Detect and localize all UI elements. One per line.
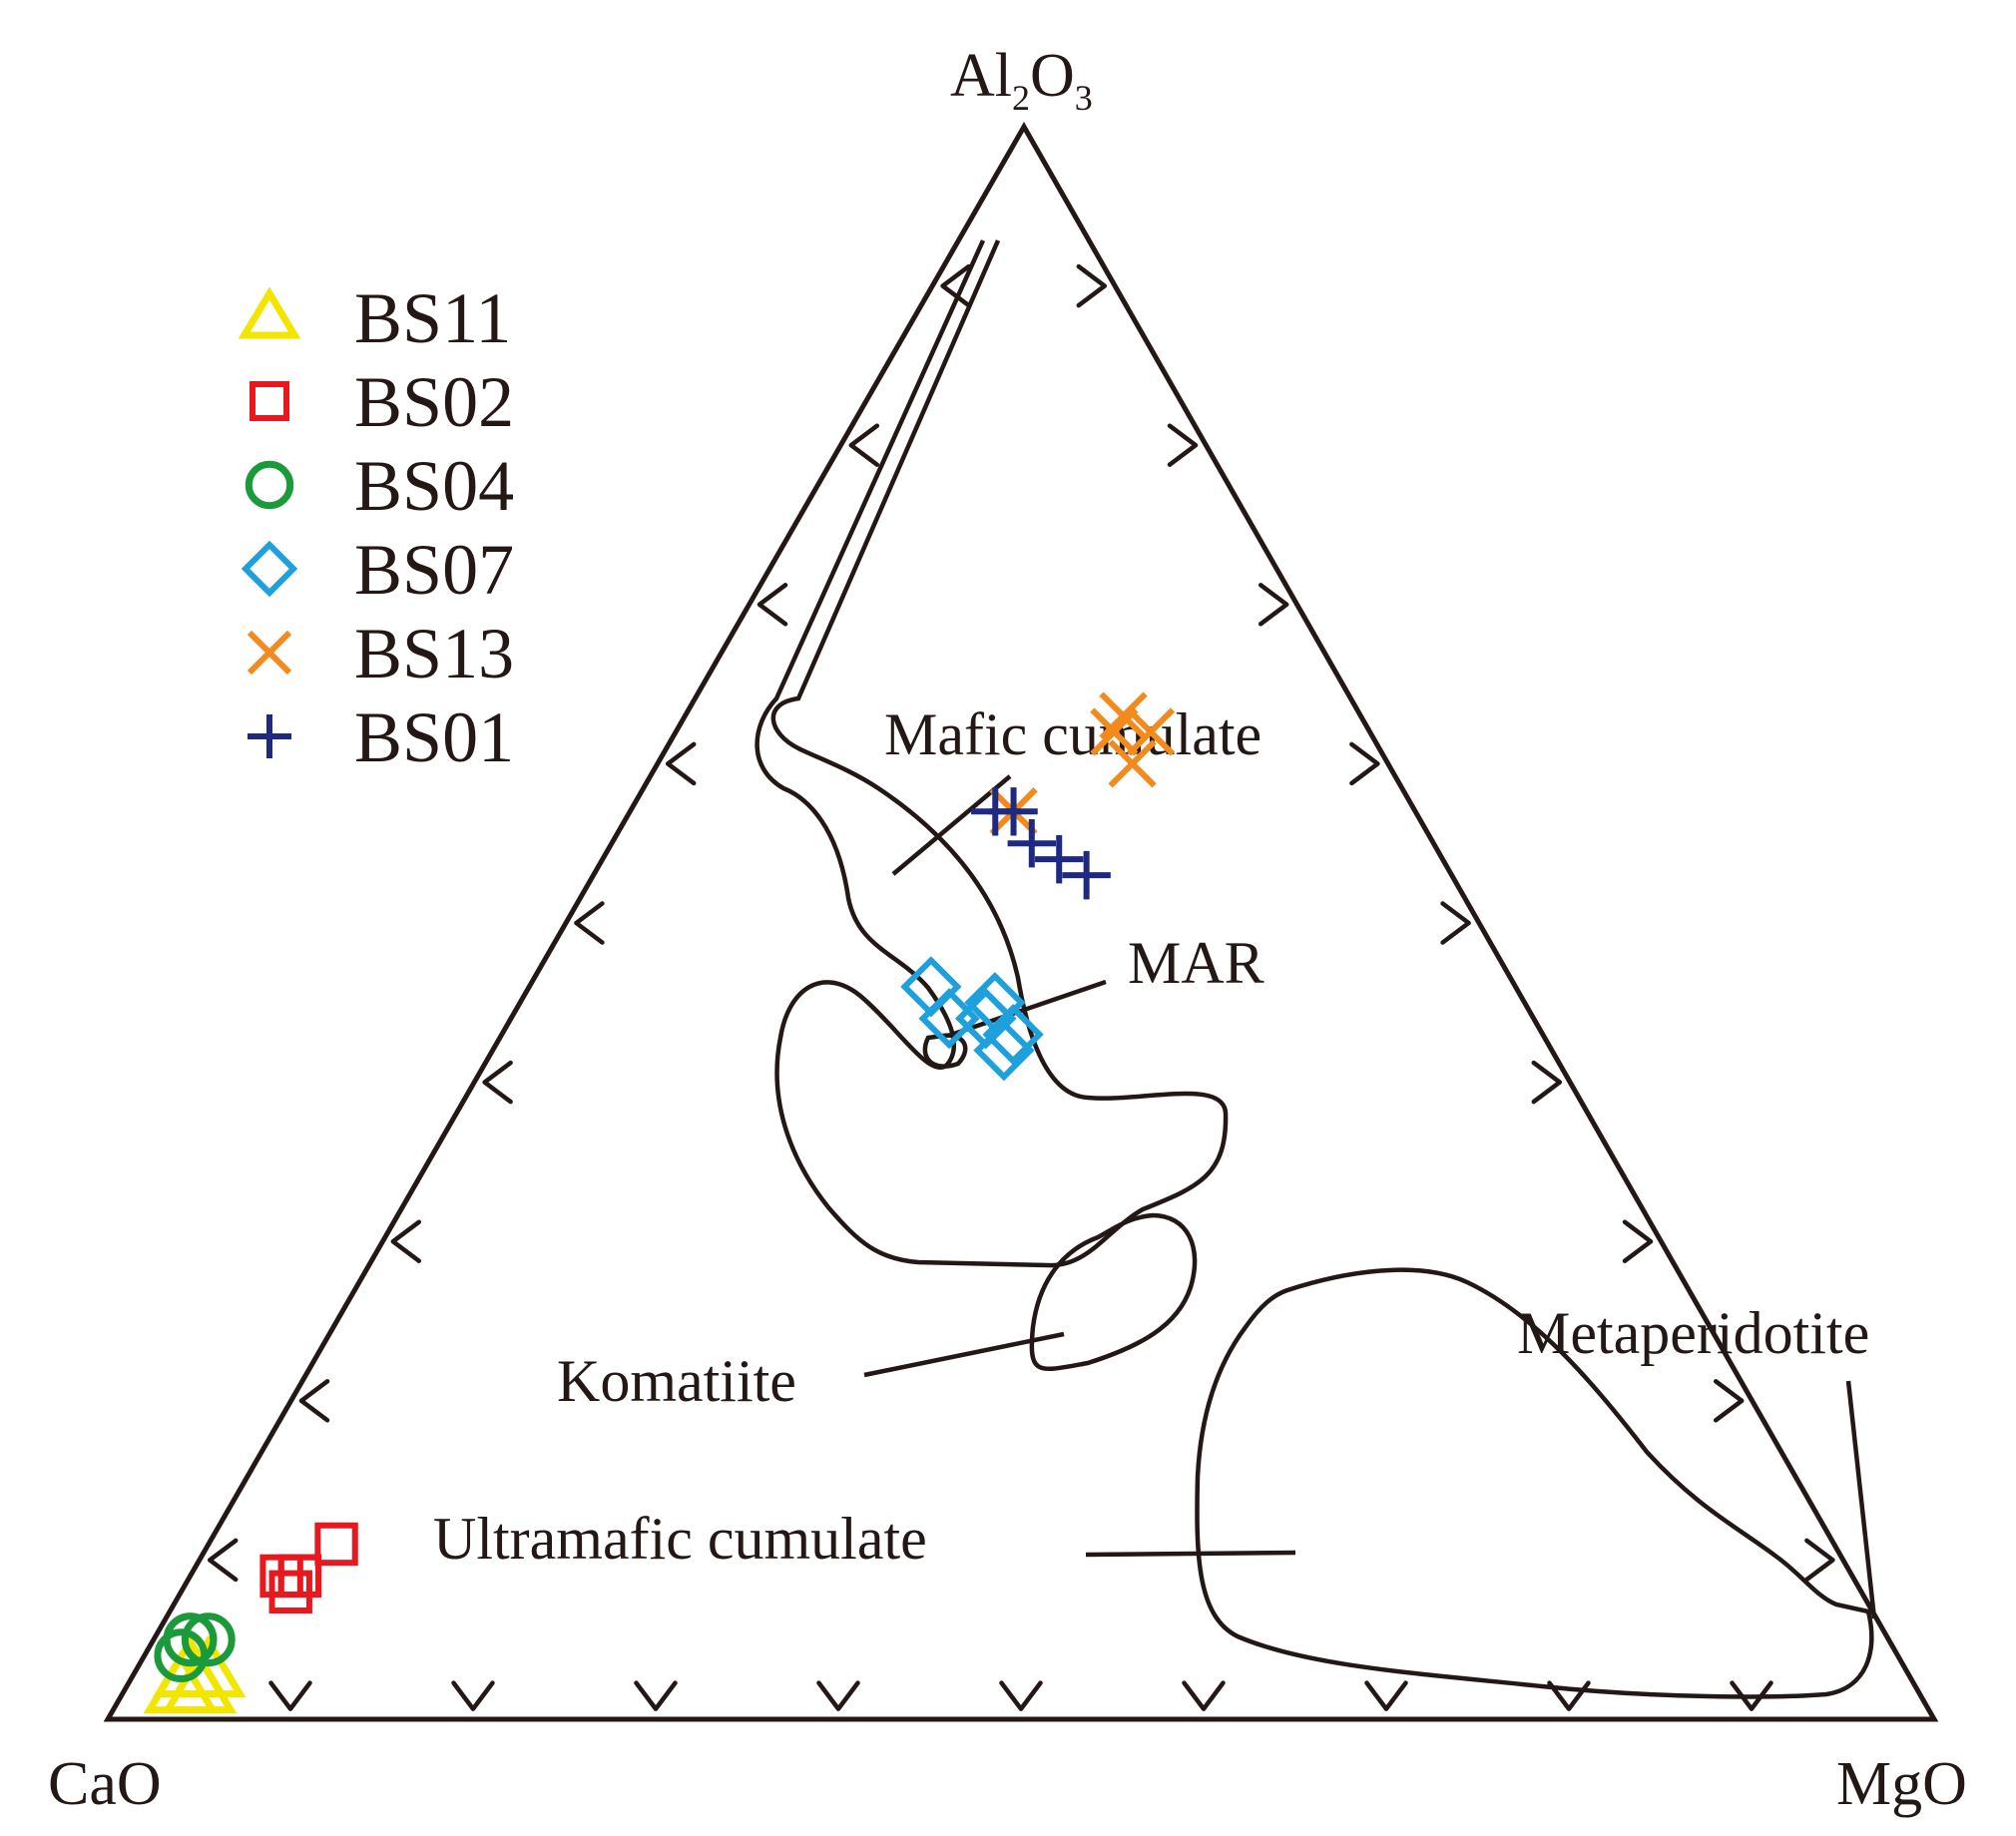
data-point-bs11-4 [152, 1634, 229, 1698]
legend-marker-bs01 [248, 714, 291, 758]
data-point-bs13-4 [1108, 739, 1157, 788]
tick-right-4 [1531, 1060, 1563, 1105]
legend-marker-bs13 [247, 630, 292, 676]
legend-label-bs13: BS13 [354, 614, 514, 693]
field-label-komatiite: Komatiite [557, 1348, 796, 1414]
tick-left-8 [848, 423, 880, 467]
field-label-mar: MAR [1128, 930, 1264, 996]
ultramafic-cumulate-field [1195, 1267, 1874, 1699]
tick-right-3 [1622, 1219, 1654, 1263]
tick-bottom-7 [1364, 1680, 1408, 1711]
tick-bottom-3 [634, 1680, 678, 1711]
field-label-mafic-cumulate: Mafic cumulate [884, 701, 1261, 767]
data-point-bs04-2 [181, 1612, 236, 1667]
ternary-frame [103, 121, 1939, 1722]
data-point-bs07-7 [973, 1020, 1035, 1082]
tick-bottom-2 [451, 1680, 495, 1711]
data-point-bs02-5 [277, 1554, 322, 1599]
komatiite-leader [863, 1331, 1065, 1378]
tick-left-2 [298, 1379, 330, 1423]
data-point-bs13-3 [1126, 707, 1176, 756]
legend-marker-bs02 [250, 381, 289, 421]
series-bs02 [259, 1522, 358, 1614]
legend-marker-bs04 [245, 460, 294, 510]
komatiite-field [1029, 1212, 1198, 1372]
field-label-metaperidotite: Metaperidotite [1517, 1300, 1869, 1366]
legend-label-bs07: BS07 [354, 530, 514, 610]
tick-right-8 [1167, 423, 1199, 467]
tick-right-9 [1076, 263, 1108, 308]
mafic-cumulate-field [755, 239, 1229, 1268]
field-leader-lines [863, 774, 1877, 1619]
data-point-bs01-3 [1007, 819, 1056, 868]
ultramafic-cumulate-leader [1085, 1550, 1296, 1558]
tick-right-6 [1349, 741, 1380, 786]
tick-bottom-1 [268, 1680, 312, 1711]
axis-label-mgo: MgO [1836, 1750, 1967, 1818]
data-point-bs01-4 [1035, 834, 1084, 884]
legend-label-bs04: BS04 [354, 446, 514, 526]
series-bs04 [154, 1612, 236, 1683]
data-point-bs01-5 [1062, 850, 1111, 900]
series-bs13 [989, 691, 1176, 836]
data-point-bs02-1 [314, 1522, 358, 1567]
series-bs01 [971, 787, 1111, 900]
field-labels: Mafic cumulate MAR Komatiite Ultramafic … [433, 701, 1869, 1572]
legend-label-bs02: BS02 [354, 362, 514, 442]
series-bs11 [143, 1634, 247, 1714]
tick-left-9 [940, 263, 971, 308]
field-boundaries [755, 239, 1874, 1699]
tick-left-3 [390, 1219, 422, 1263]
legend-marker-bs07 [241, 540, 298, 598]
axis-label-cao: CaO [48, 1750, 162, 1818]
tick-left-7 [756, 583, 788, 627]
tick-right-5 [1440, 901, 1471, 945]
tick-bottom-5 [999, 1680, 1043, 1711]
legend-label-bs01: BS01 [354, 697, 514, 777]
axis-ticks [207, 263, 1835, 1711]
data-point-bs04-4 [163, 1612, 218, 1667]
series-bs07 [900, 956, 1044, 1082]
axis-label-al2o3: Al2O3 [950, 42, 1093, 118]
data-point-bs13-2 [1099, 691, 1148, 740]
tick-left-5 [574, 901, 605, 945]
tick-left-4 [482, 1060, 513, 1105]
field-label-ultramafic-cumulate: Ultramafic cumulate [433, 1506, 927, 1572]
tick-left-6 [665, 741, 697, 786]
tick-bottom-6 [1182, 1680, 1226, 1711]
data-points [143, 691, 1176, 1714]
data-point-bs07-1 [900, 956, 962, 1018]
mar-leader [947, 979, 1107, 1039]
tick-bottom-9 [1730, 1680, 1773, 1711]
legend-label-bs11: BS11 [354, 278, 511, 358]
tick-right-7 [1258, 583, 1289, 627]
data-point-bs01-2 [989, 787, 1038, 836]
metaperidotite-leader [1845, 1380, 1877, 1619]
tick-left-1 [207, 1538, 239, 1583]
tick-right-1 [1804, 1538, 1835, 1583]
tick-bottom-4 [816, 1680, 860, 1711]
legend-marker-bs11 [238, 286, 301, 339]
tick-right-2 [1713, 1379, 1745, 1423]
